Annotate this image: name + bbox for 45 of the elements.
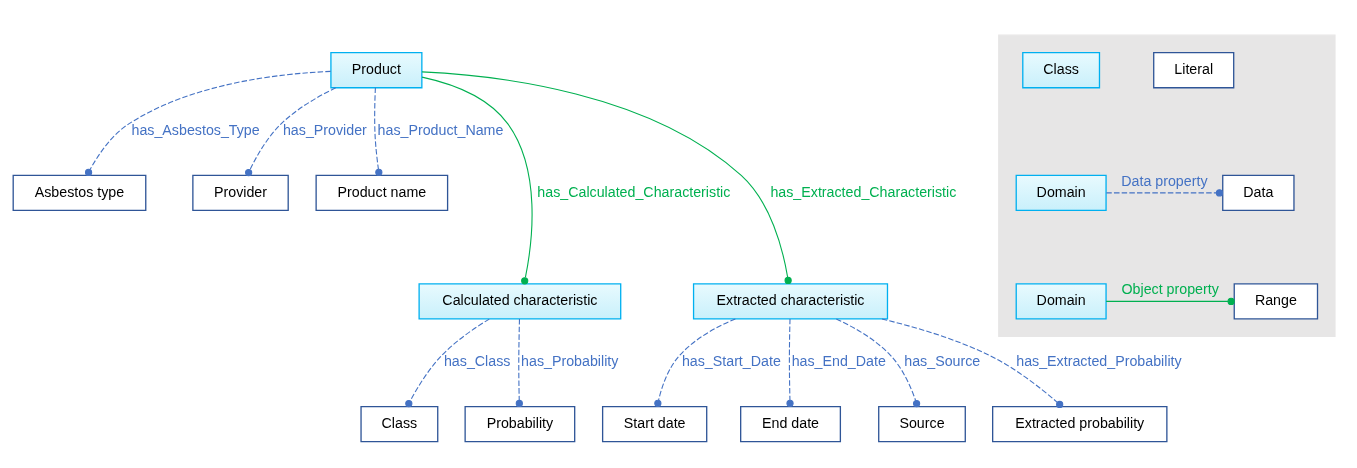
node-box: Product name bbox=[315, 174, 449, 212]
connector bbox=[835, 318, 921, 408]
connector bbox=[786, 318, 794, 407]
edge-label: has_Start_Date bbox=[681, 353, 781, 370]
edge-label: has_Extracted_Characteristic bbox=[770, 183, 957, 200]
edge-label: has_Class bbox=[443, 353, 511, 370]
node-box: Extracted characteristic bbox=[692, 283, 889, 320]
cluster bbox=[998, 34, 1336, 337]
node-box: Asbestos type bbox=[12, 174, 147, 212]
node-box: Range bbox=[1233, 283, 1319, 320]
node-box: Start date bbox=[601, 405, 708, 443]
connector bbox=[1105, 189, 1224, 197]
edge-label: Data property bbox=[1121, 172, 1208, 189]
connector bbox=[515, 318, 523, 408]
node-box: Probability bbox=[464, 405, 576, 443]
node-box: End date bbox=[740, 405, 842, 443]
node-box: Calculated characteristic bbox=[418, 283, 622, 320]
node-box: Provider bbox=[192, 174, 289, 212]
connector bbox=[1105, 297, 1235, 305]
edge-label: has_Provider bbox=[282, 122, 367, 139]
node-box: Domain bbox=[1015, 283, 1107, 320]
edge-label: has_Source bbox=[904, 353, 981, 370]
node-box: Literal bbox=[1153, 52, 1235, 89]
node-box: Class bbox=[360, 405, 439, 443]
node-box: Extracted probability bbox=[992, 405, 1168, 443]
connector bbox=[84, 70, 332, 176]
connector bbox=[374, 87, 383, 176]
node-box: Source bbox=[878, 405, 966, 443]
edge-label: has_Probability bbox=[521, 353, 619, 370]
connector bbox=[654, 318, 736, 407]
connector bbox=[421, 71, 792, 285]
node-box: Class bbox=[1022, 52, 1101, 89]
connector bbox=[245, 87, 337, 177]
edge-label: has_Extracted_Probability bbox=[1016, 353, 1182, 370]
edge-label: has_End_Date bbox=[791, 353, 886, 370]
node-box: Product bbox=[330, 52, 423, 89]
node-box: Data bbox=[1222, 174, 1295, 212]
connector bbox=[881, 318, 1064, 409]
edge-label: has_Product_Name bbox=[377, 122, 504, 139]
edge-label: has_Calculated_Characteristic bbox=[537, 183, 731, 200]
connector bbox=[405, 318, 490, 408]
node-box: Domain bbox=[1015, 174, 1107, 212]
edge-label: has_Asbestos_Type bbox=[131, 122, 260, 139]
connector bbox=[421, 76, 533, 285]
edge-label: Object property bbox=[1121, 281, 1219, 298]
